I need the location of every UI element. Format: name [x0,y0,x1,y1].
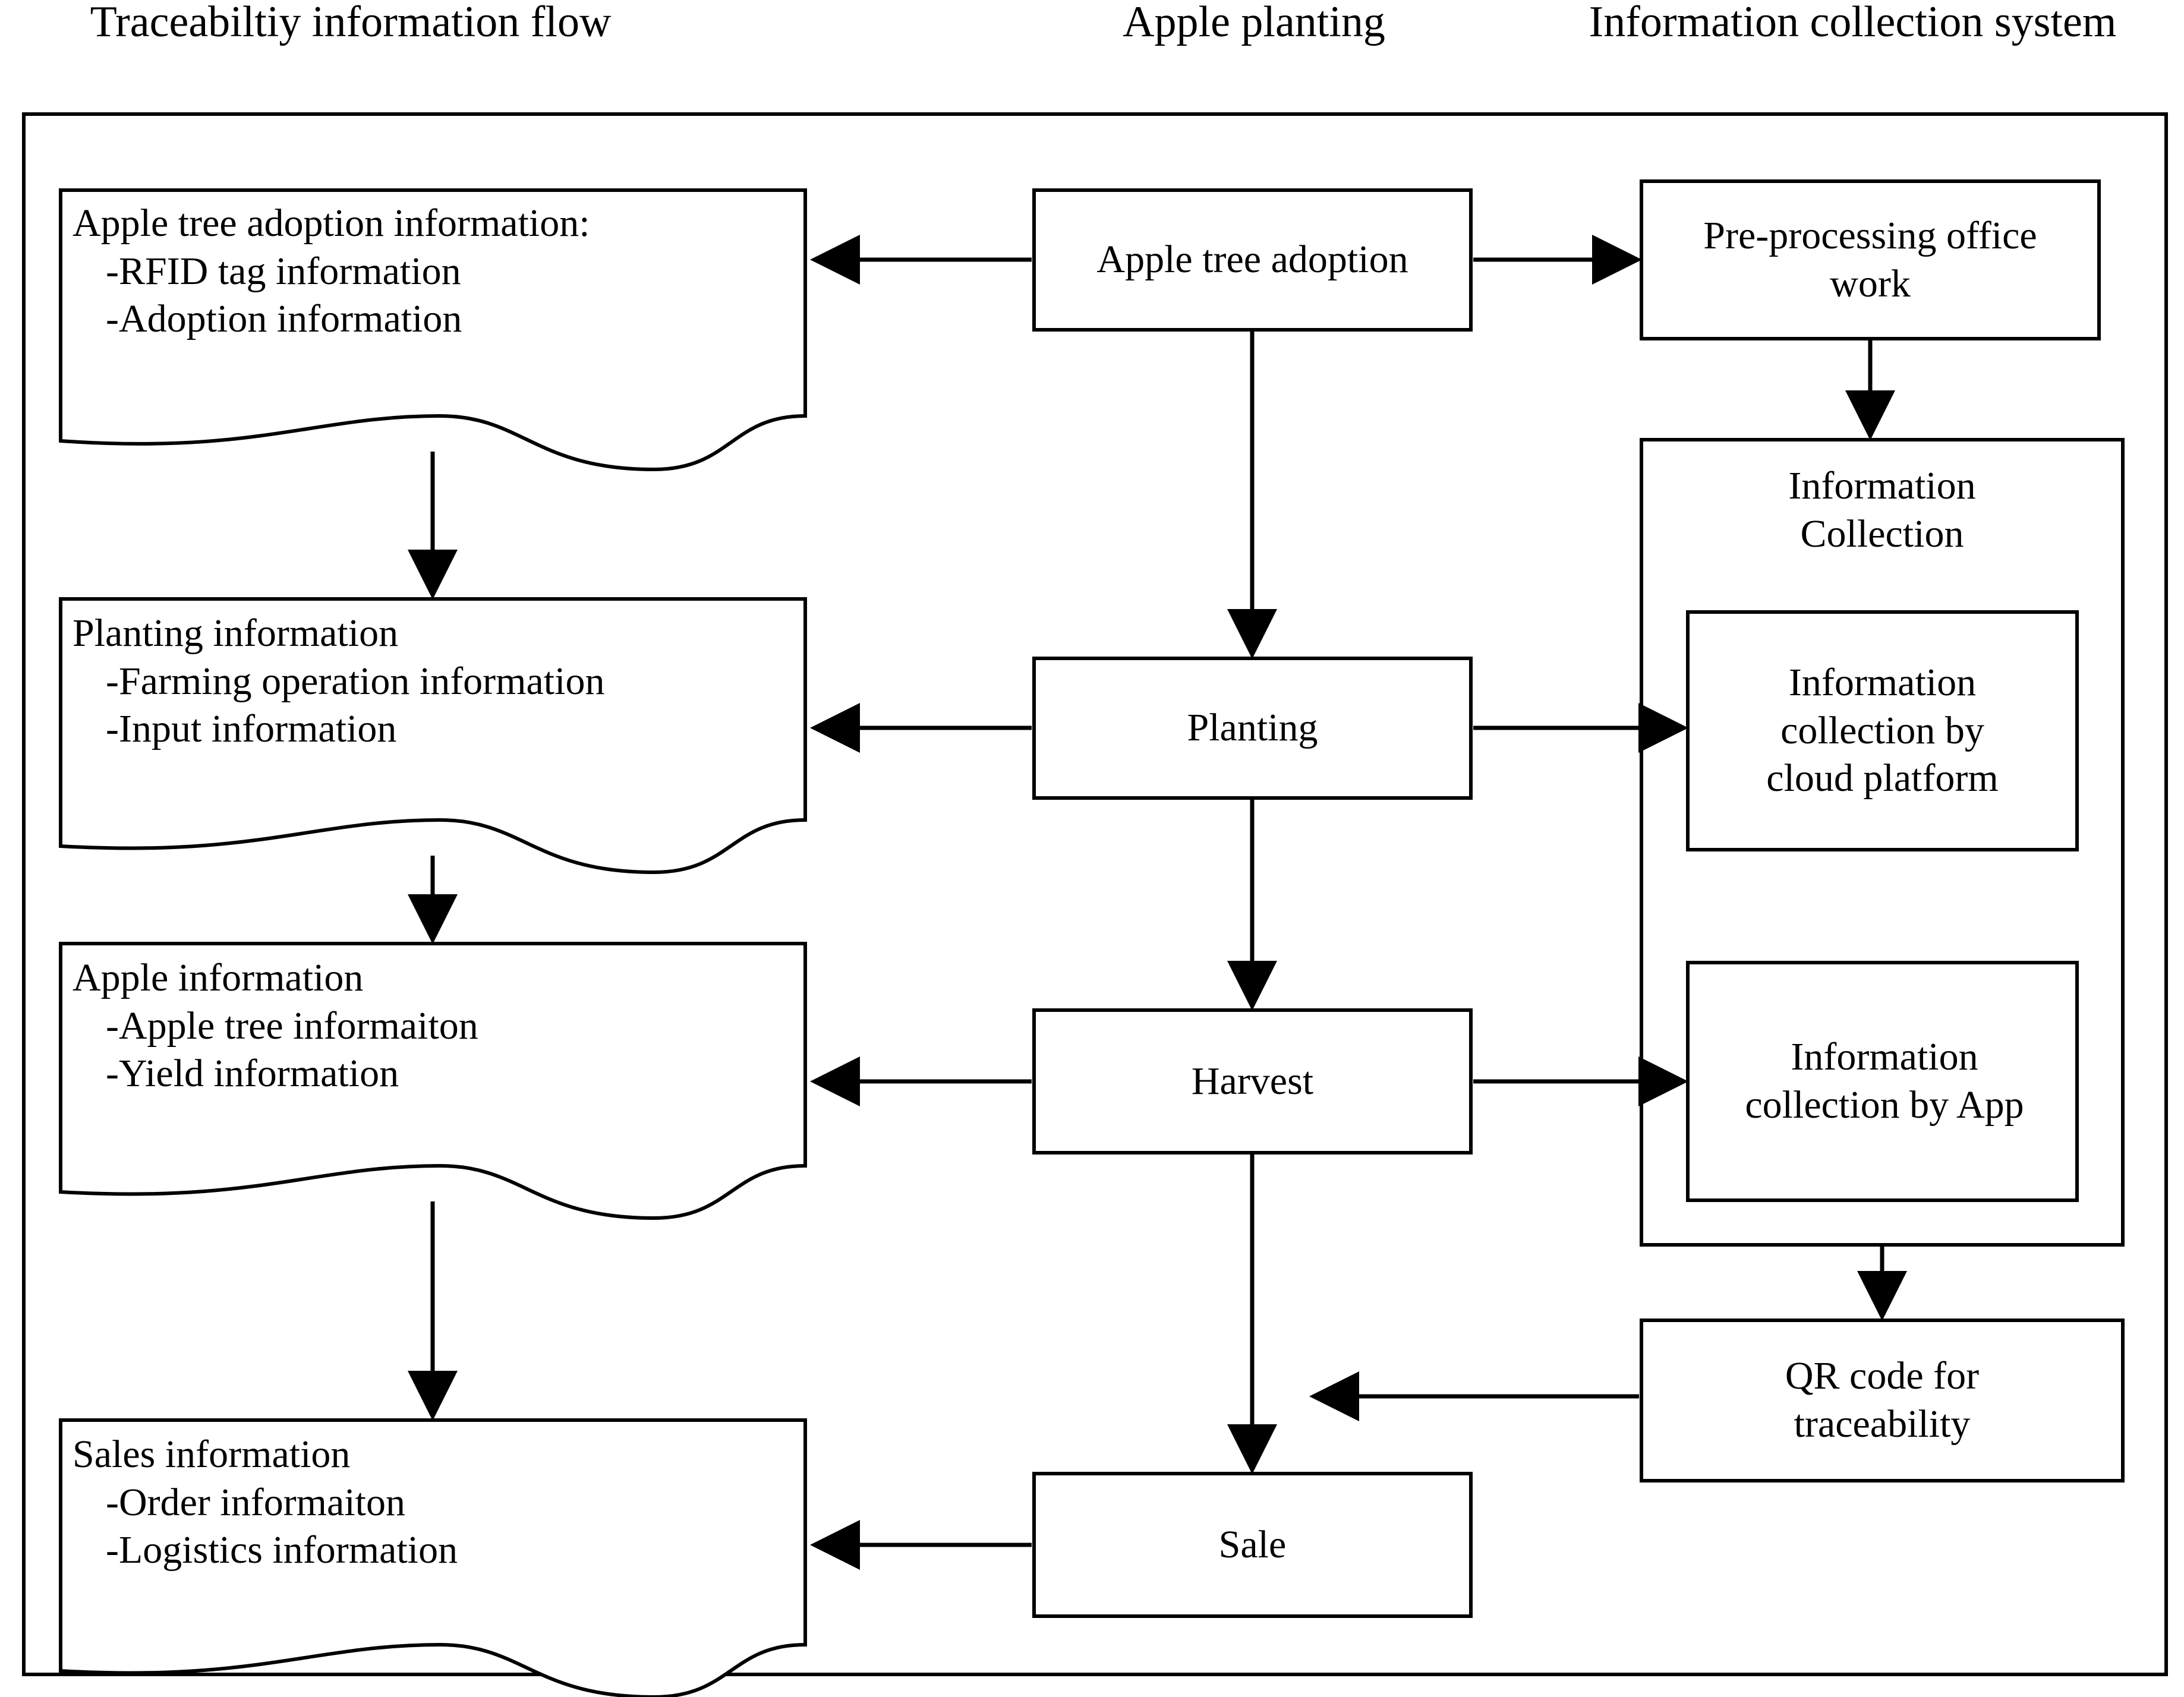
document-label-sales-information: Sales information -Order informaiton -Lo… [73,1431,857,1627]
line: Information [1791,1035,1978,1079]
doc-item: -Farming operation information [106,659,605,703]
line: QR code for [1785,1354,1980,1398]
process-box-pre-processing-office-work[interactable] [1640,179,2101,340]
process-box-apple-tree-adoption[interactable] [1032,188,1473,332]
process-label-information-collection-by-app: Information collection by App [1679,963,2090,1200]
process-label-qr-code-for-traceability: QR code for traceability [1641,1320,2123,1481]
process-box-information-collection-by-cloud-platform[interactable] [1686,610,2079,851]
document-label-apple-tree-adoption-information: Apple tree adoption information: -RFID t… [73,200,857,396]
document-shape-apple-tree-adoption-information[interactable] [59,188,807,472]
line: Collection [1800,512,1964,556]
doc-title: Apple information [73,956,364,999]
line: work [1830,261,1911,305]
process-label-planting: Planting [1187,706,1318,750]
line: traceability [1794,1402,1971,1446]
document-shape-planting-information[interactable] [59,597,807,875]
document-shape-apple-information[interactable] [59,942,807,1220]
column-header-information-collection-system: Information collection system [1589,0,2117,46]
document-label-apple-information: Apple information -Apple tree informaito… [73,954,857,1150]
doc-title: Apple tree adoption information: [73,201,590,245]
doc-title: Planting information [73,611,399,655]
doc-item: -Adoption information [106,297,462,341]
process-label-pre-processing-office-work: Pre-processing office work [1641,181,2099,339]
process-box-planting[interactable] [1032,657,1473,800]
doc-item: -Yield information [106,1052,399,1096]
process-box-qr-code-for-traceability[interactable] [1640,1319,2125,1482]
process-label-apple-tree-adoption: Apple tree adoption [1096,238,1408,282]
process-label-harvest: Harvest [1191,1059,1314,1103]
doc-item: -Logistics information [106,1528,458,1572]
process-box-information-collection-by-app[interactable] [1686,961,2079,1202]
column-header-apple-planting: Apple planting [1123,0,1385,46]
line: collection by App [1745,1083,2024,1127]
doc-item: -Input information [106,707,397,751]
process-label-sale: Sale [1218,1522,1287,1566]
line: cloud platform [1766,756,1999,800]
doc-item: -RFID tag information [106,249,461,293]
line: collection by [1780,708,1984,752]
doc-item: -Apple tree informaiton [106,1004,478,1048]
doc-item: -Order informaiton [106,1480,405,1524]
column-header-traceability-flow: Traceabiltiy information flow [90,0,612,46]
doc-title: Sales information [73,1433,351,1476]
line: Information [1788,661,1977,705]
group-label-information-collection: Information Collection [1641,462,2123,558]
line: Information [1788,464,1976,507]
process-label-information-collection-by-cloud-platform: Information collection by cloud platform [1688,612,2077,850]
document-shape-sales-information[interactable] [59,1418,807,1697]
document-label-planting-information: Planting information -Farming operation … [73,610,857,806]
line: Pre-processing office [1703,213,2037,257]
